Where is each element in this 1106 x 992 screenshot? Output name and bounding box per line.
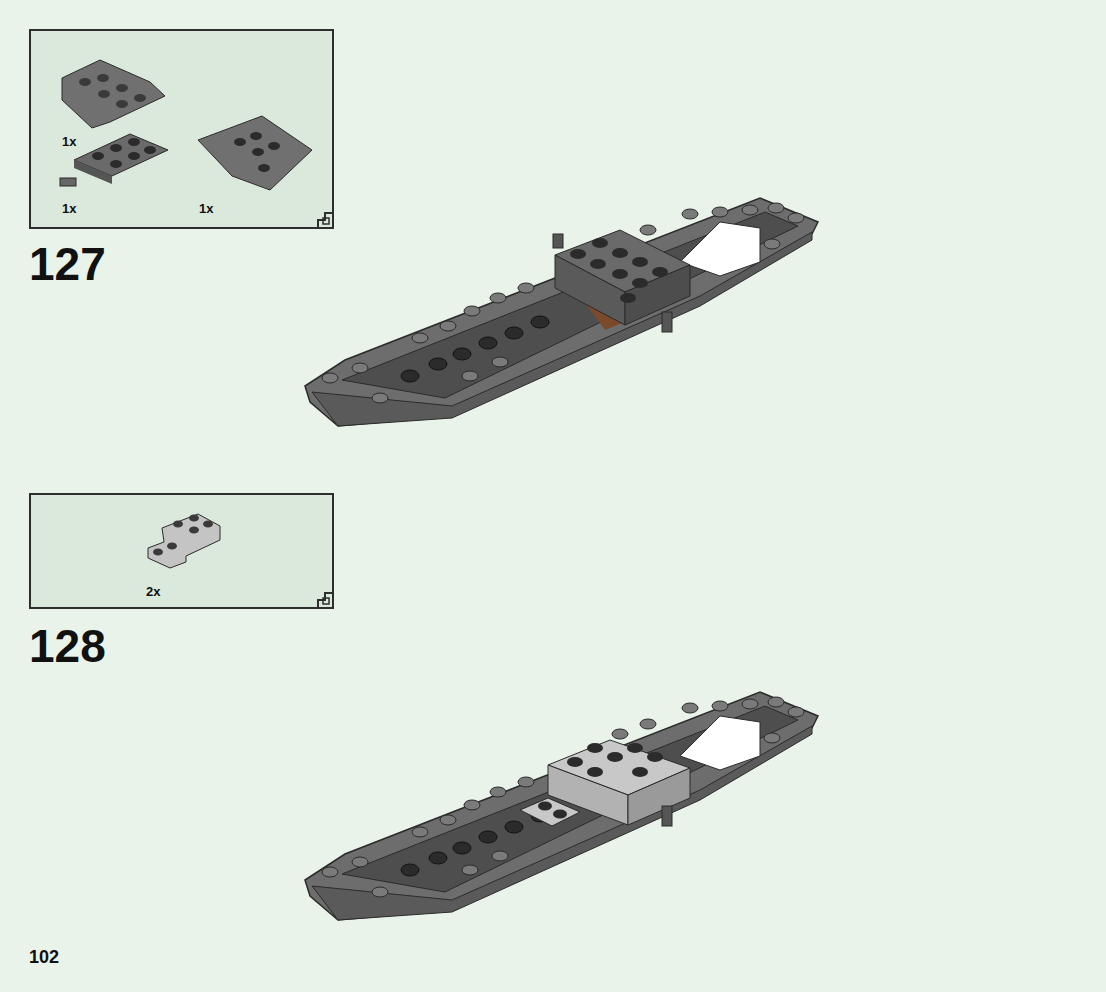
page-number: 102 — [29, 948, 59, 966]
parts-callout-box: 1x 1x 1x — [29, 29, 334, 229]
step-number: 128 — [29, 623, 106, 669]
part-quantity: 2x — [146, 585, 160, 598]
parts-callout-box: 2x — [29, 493, 334, 609]
step-number: 127 — [29, 241, 106, 287]
part-quantity: 1x — [62, 202, 76, 215]
part-quantity: 1x — [62, 135, 76, 148]
part-quantity: 1x — [199, 202, 213, 215]
